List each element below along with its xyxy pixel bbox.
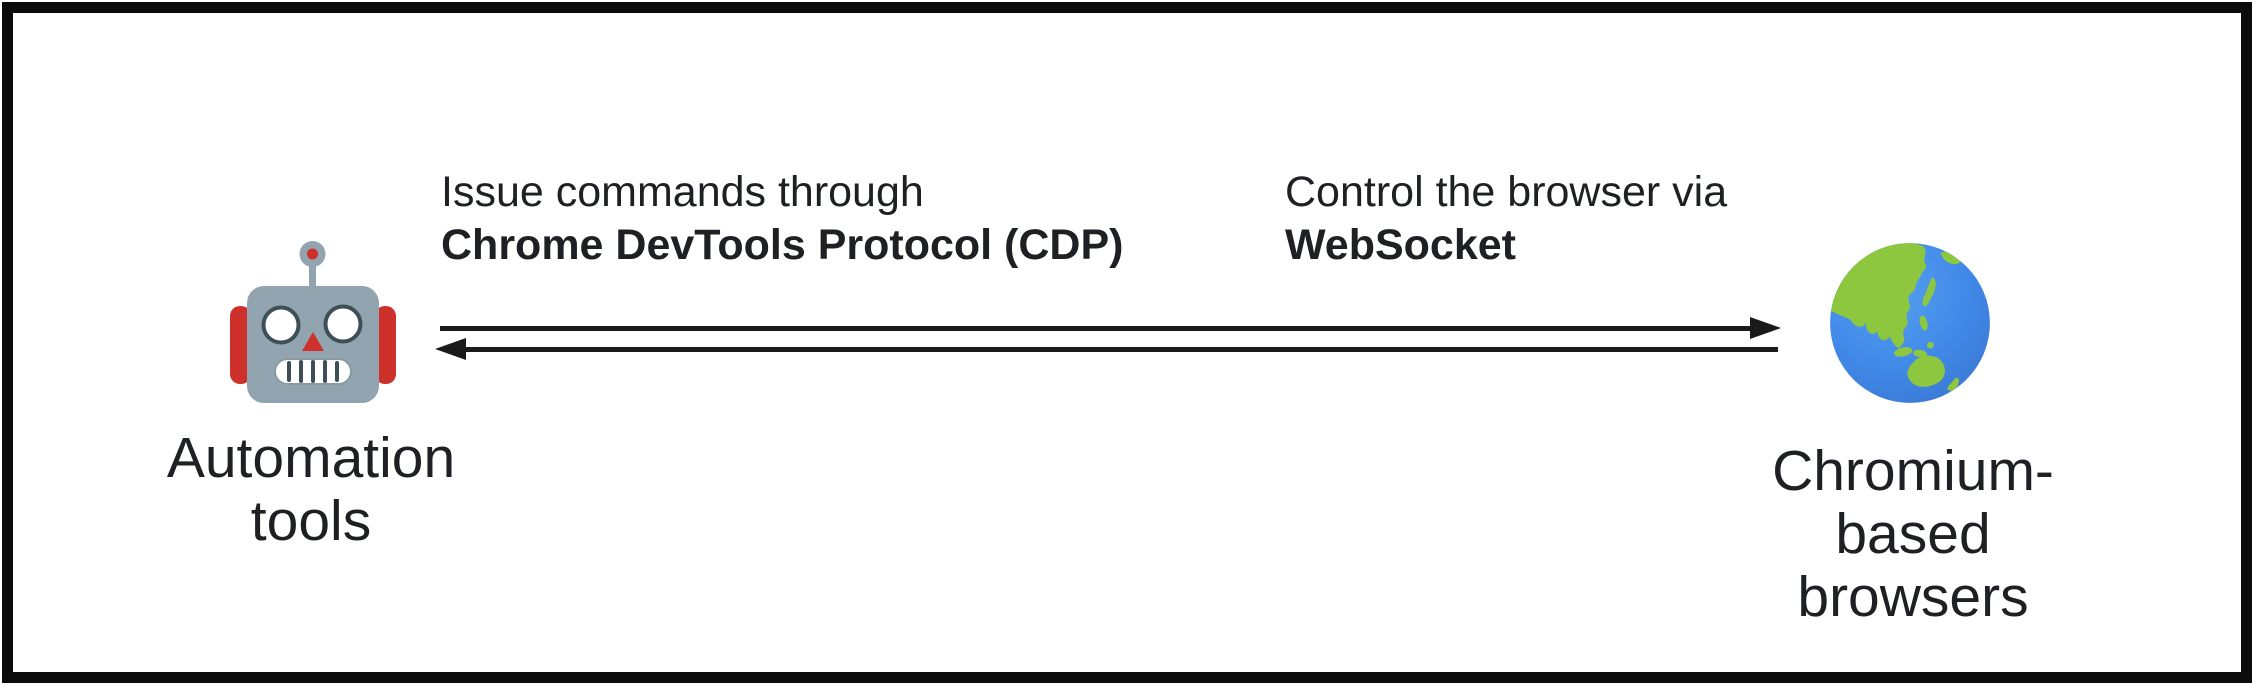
arrow-right-line xyxy=(440,326,1752,331)
arrow-left-line xyxy=(464,347,1778,352)
diagram-canvas: Issue commands through Chrome DevTools P… xyxy=(13,13,2241,672)
robot-icon xyxy=(229,237,397,405)
websocket-annotation-line1: Control the browser via xyxy=(1285,168,1728,216)
arrow-right-head-icon xyxy=(1750,317,1781,339)
chromium-browsers-caption: Chromium-based browsers xyxy=(1772,439,2054,629)
websocket-annotation: Control the browser via WebSocket xyxy=(1285,166,1727,272)
automation-tools-caption: Automation tools xyxy=(166,426,456,553)
arrow-left-head-icon xyxy=(435,338,466,360)
globe-asia-australia-icon xyxy=(1825,238,1995,408)
cdp-annotation-line1: Issue commands through xyxy=(441,168,924,216)
cdp-annotation: Issue commands through Chrome DevTools P… xyxy=(441,166,1123,272)
cdp-annotation-line2: Chrome DevTools Protocol (CDP) xyxy=(441,221,1124,269)
websocket-annotation-line2: WebSocket xyxy=(1285,221,1516,269)
